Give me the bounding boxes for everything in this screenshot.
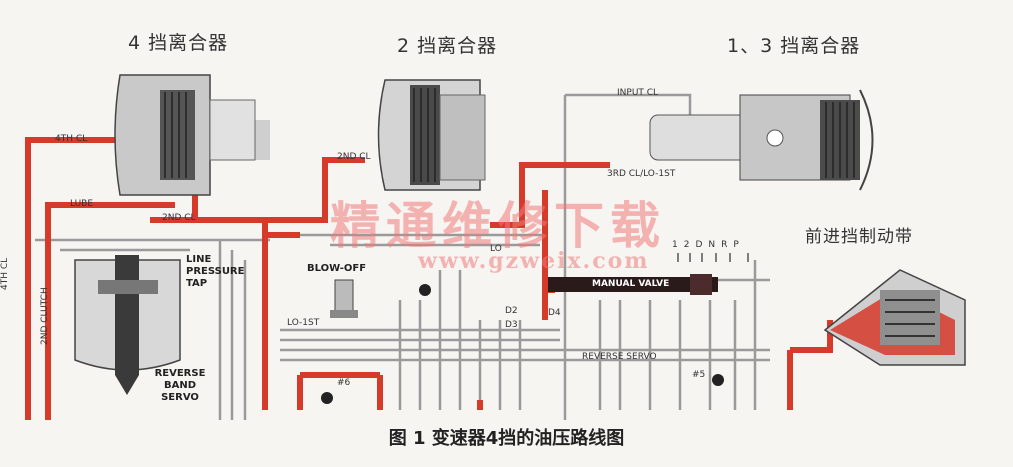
label-2nd-clutch-vertical: 2ND CLUTCH xyxy=(40,287,50,345)
label-2nd-cl-top: 2ND CL xyxy=(337,152,371,162)
label-input-cl: INPUT CL xyxy=(617,88,659,98)
label-blow-off: BLOW-OFF xyxy=(307,263,367,274)
watermark-url: www.gzweix.com xyxy=(418,248,650,274)
manual-valve xyxy=(548,274,718,295)
header-forward-band: 前进挡制动带 xyxy=(805,227,913,247)
figure-caption: 图 1 变速器4挡的油压路线图 xyxy=(388,428,625,449)
header-4th-clutch: 4 挡离合器 xyxy=(128,32,229,54)
check-ball-icon xyxy=(712,374,724,386)
header-1-3-clutch: 1、3 挡离合器 xyxy=(727,35,861,57)
clutch-4th-pack xyxy=(114,74,270,196)
label-hash5: #5 xyxy=(692,370,706,380)
gear-position-ticks xyxy=(677,253,749,262)
label-reverse-servo: REVERSE SERVO xyxy=(582,352,657,362)
label-hash6: #6 xyxy=(337,378,351,388)
gear-pos-r: R xyxy=(721,240,734,250)
label-4th-cl: 4TH CL xyxy=(55,134,88,144)
red-pressure-lines xyxy=(25,137,833,420)
gear-pos-n: N xyxy=(708,240,722,250)
blow-off-valve xyxy=(330,279,358,318)
label-2nd-cl-mid: 2ND CL xyxy=(162,213,196,223)
reverse-band-servo xyxy=(74,255,181,395)
label-lo-1st: LO-1ST xyxy=(287,318,320,328)
clutch-1-3-pack xyxy=(649,89,874,191)
header-2nd-clutch: 2 挡离合器 xyxy=(397,35,498,57)
label-4th-cl-vertical: 4TH CL xyxy=(0,257,10,290)
label-manual-valve: MANUAL VALVE xyxy=(592,279,670,289)
label-lube: LUBE xyxy=(70,199,94,209)
gear-pos-2: 2 xyxy=(683,240,696,250)
label-d3: D3 xyxy=(505,320,518,330)
label-d4: D4 xyxy=(548,308,561,318)
gear-pos-p: P xyxy=(733,240,745,250)
gear-pos-d: D xyxy=(695,240,709,250)
label-line-pressure: LINE PRESSURE TAP xyxy=(186,254,245,289)
label-reverse-band-servo: REVERSE BAND SERVO xyxy=(154,368,206,403)
gear-positions: 12DNRP xyxy=(672,240,745,250)
gear-pos-1: 1 xyxy=(672,240,684,250)
label-3rd-cl: 3RD CL/LO-1ST xyxy=(607,169,676,179)
label-d2: D2 xyxy=(505,306,518,316)
clutch-2nd-pack xyxy=(377,79,486,191)
gray-lines xyxy=(35,93,770,420)
forward-band-servo xyxy=(823,269,966,366)
watermark-title: 精通维修下载 xyxy=(330,196,666,255)
check-ball-icon xyxy=(321,392,333,404)
label-lo: LO xyxy=(490,244,502,254)
check-ball-icon xyxy=(419,284,431,296)
